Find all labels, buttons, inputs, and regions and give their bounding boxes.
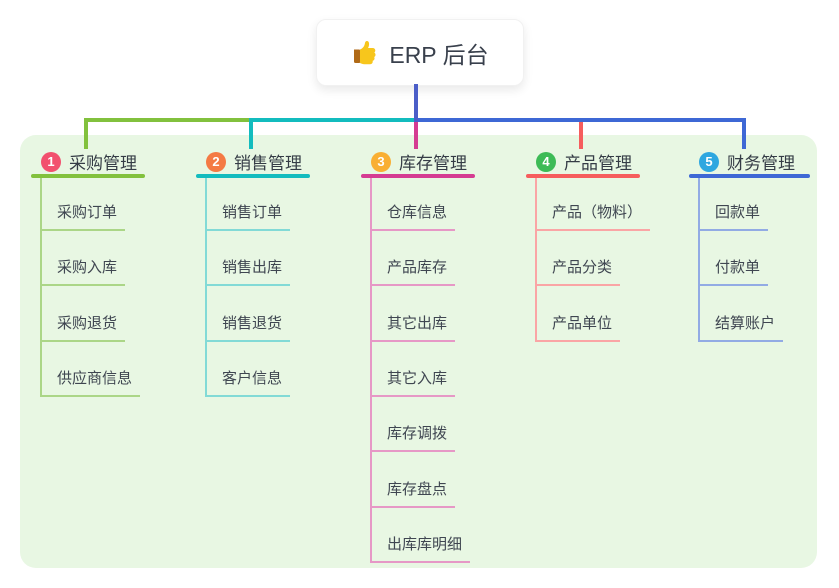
mindmap-leaf-node[interactable]: 产品（物料） [535,196,651,231]
branch-drop-line [84,118,88,149]
mindmap-leaf-node[interactable]: 销售出库 [205,251,291,287]
branch-title: 产品管理 [564,154,632,173]
mindmap-leaf-node[interactable]: 产品单位 [535,307,621,342]
mindmap-leaf-node[interactable]: 结算账户 [698,307,784,342]
branch-badge: 4 [536,151,556,172]
mindmap-leaf-node[interactable]: 其它出库 [370,307,456,342]
root-node-label: ERP 后台 [389,41,489,68]
mindmap-leaf-node[interactable]: 客户信息 [205,362,291,397]
branch-node-5[interactable]: 5 财务管理 [699,149,795,174]
branch-badge: 2 [206,151,226,172]
branch-underline [196,174,310,178]
root-line [414,84,418,122]
mindmap-leaf-node[interactable]: 库存调拨 [370,417,456,453]
elbow-line-left-teal [249,118,418,122]
branch-drop-line [249,118,253,149]
branch-node-3[interactable]: 3 库存管理 [371,149,467,174]
branch-underline [526,174,640,178]
branch-drop-line [414,118,418,149]
mindmap-leaf-node[interactable]: 库存盘点 [370,473,456,508]
branch-sub-line [40,178,42,397]
mindmap-leaf-node[interactable]: 销售订单 [205,196,291,231]
root-node[interactable]: ERP 后台 [316,19,524,86]
branch-underline [31,174,145,178]
branch-title: 采购管理 [69,154,137,173]
branch-node-4[interactable]: 4 产品管理 [536,149,632,174]
mindmap-leaf-node[interactable]: 回款单 [698,196,769,231]
mindmap-leaf-node[interactable]: 其它入库 [370,362,456,397]
branch-node-2[interactable]: 2 销售管理 [206,149,302,174]
branch-title: 销售管理 [234,154,302,173]
mindmap-leaf-node[interactable]: 销售退货 [205,307,291,342]
mindmap-leaf-node[interactable]: 采购订单 [40,196,126,231]
branch-badge: 1 [41,151,61,172]
branch-node-1[interactable]: 1 采购管理 [41,149,137,174]
branch-title: 库存管理 [399,154,467,173]
branch-badge: 5 [699,151,719,172]
branches-panel [20,135,817,568]
branch-sub-line [535,178,537,342]
mindmap-leaf-node[interactable]: 采购退货 [40,307,126,342]
mindmap-leaf-node[interactable]: 仓库信息 [370,196,456,231]
branch-sub-line [698,178,700,342]
mindmap-leaf-node[interactable]: 付款单 [698,251,769,287]
elbow-line-left-green [84,118,251,122]
thumbs-up-icon [354,41,376,65]
branch-sub-line [205,178,207,397]
branch-badge: 3 [371,151,391,172]
branch-underline [361,174,475,178]
branch-sub-line [370,178,372,563]
mindmap-leaf-node[interactable]: 供应商信息 [40,362,141,397]
mindmap-leaf-node[interactable]: 采购入库 [40,251,126,287]
branch-underline [689,174,810,178]
mindmap-leaf-node[interactable]: 产品分类 [535,251,621,287]
branch-title: 财务管理 [727,154,795,173]
elbow-line-right-blue [414,118,746,122]
branch-drop-line [579,118,583,149]
mindmap-leaf-node[interactable]: 出库库明细 [370,528,471,563]
branch-drop-line [742,118,746,149]
mindmap-leaf-node[interactable]: 产品库存 [370,251,456,287]
